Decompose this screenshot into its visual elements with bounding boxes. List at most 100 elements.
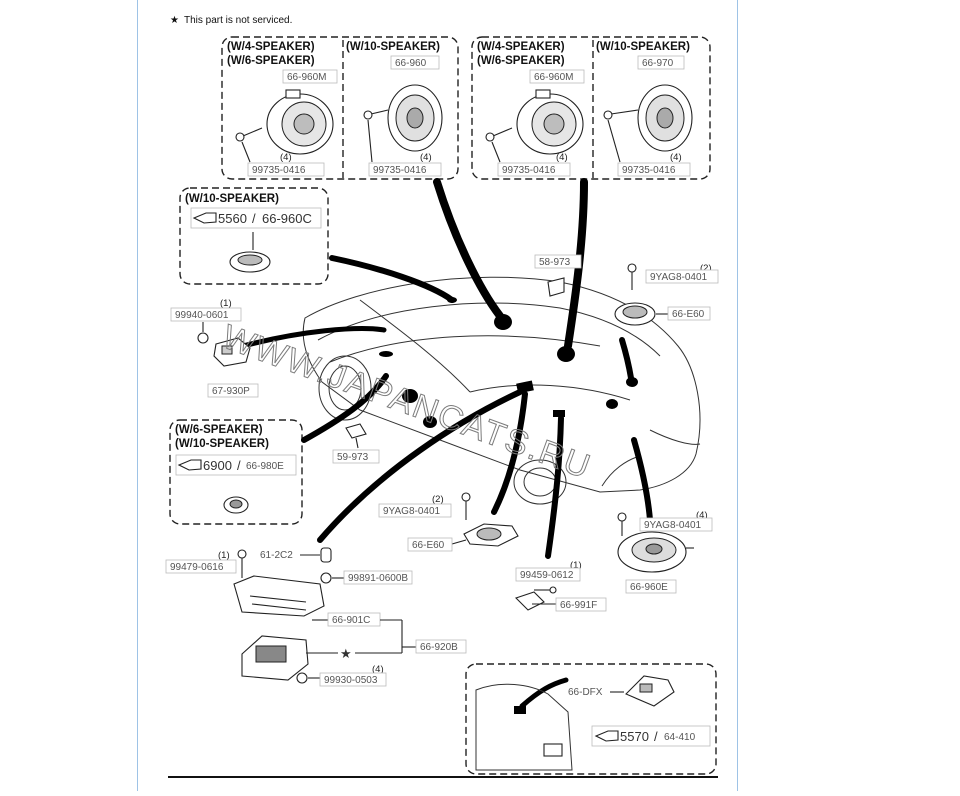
center-w10-label: (W/10-SPEAKER) — [185, 193, 279, 205]
rear-w10-speaker — [637, 84, 693, 152]
part-99459-label: 99459-0612 — [520, 570, 574, 581]
part-9yag-mid-label: 9YAG8-0401 — [383, 506, 441, 517]
rear-screw-1-qty: (4) — [556, 152, 568, 163]
tweeter-box — [169, 419, 303, 525]
part-59-973-label: 59-973 — [337, 452, 369, 463]
car-body — [302, 276, 701, 505]
front-speakers-box — [221, 36, 459, 180]
antenna-ref-number: 5570 — [620, 729, 649, 744]
rear-std-speaker — [516, 89, 584, 155]
antenna-ref-part: 64-410 — [664, 732, 696, 743]
part-9yag-right-label: 9YAG8-0401 — [644, 520, 702, 531]
svg-text:/: / — [252, 211, 256, 226]
part-66-991f — [514, 591, 556, 611]
front-speakers-group: (W/4-SPEAKER) (W/6-SPEAKER) (W/10-SPEAKE… — [221, 36, 459, 180]
part-9yag-top-screw — [627, 263, 637, 290]
callout-leaders — [233, 178, 653, 709]
part-58-973-label: 58-973 — [539, 257, 571, 268]
rear-screw-1-part: 99735-0416 — [502, 165, 556, 176]
front-std-speaker-part: 66-960M — [287, 72, 326, 83]
center-ref-number: 5560 — [218, 211, 247, 226]
front-w10-speaker — [387, 84, 443, 152]
rear-wheel — [513, 459, 567, 505]
part-99940-label: 99940-0601 — [175, 310, 229, 321]
part-9yag-right-qty: (4) — [696, 510, 708, 521]
part-9yag-top-qty: (2) — [700, 263, 712, 274]
part-99891-label: 99891-0600B — [348, 573, 408, 584]
tweeter-ref-number: 6900 — [203, 458, 232, 473]
part-58-973 — [547, 277, 565, 297]
part-9yag-top-label: 9YAG8-0401 — [650, 272, 708, 283]
front-screw-1-part: 99735-0416 — [252, 165, 306, 176]
rear-speakers-group: (W/4-SPEAKER) (W/6-SPEAKER) (W/10-SPEAKE… — [471, 36, 711, 180]
rear-screw-2 — [603, 109, 639, 120]
rear-screw-2-qty: (4) — [670, 152, 682, 163]
center-speaker — [229, 251, 271, 273]
svg-text:/: / — [237, 458, 241, 473]
rear-screw-1 — [485, 127, 513, 142]
tweeter-group: (W/6-SPEAKER) (W/10-SPEAKER) 6900 / 66-9… — [169, 419, 303, 525]
antenna-car-detail — [475, 683, 573, 771]
rear-screw-2-part: 99735-0416 — [622, 165, 676, 176]
reference-arrow-icon — [177, 459, 202, 471]
amplifier-bracket — [233, 575, 325, 617]
part-99940-qty: (1) — [220, 298, 232, 309]
part-99930-qty: (4) — [372, 664, 384, 675]
center-speaker-group: (W/10-SPEAKER) 5560 / 66-960C — [179, 187, 329, 285]
rear-speaker-location — [557, 346, 575, 362]
part-99479-screw — [237, 549, 247, 578]
part-66-960e — [617, 531, 694, 573]
antenna-group: 66-DFX 5570 / 64-410 — [465, 663, 717, 775]
part-99479-label: 99479-0616 — [170, 562, 224, 573]
part-9yag-mid-qty: (2) — [432, 494, 444, 505]
front-w4-label: (W/4-SPEAKER) — [227, 41, 315, 53]
tweeter — [223, 496, 249, 514]
center-ref-part: 66-960C — [262, 211, 312, 226]
front-w10-label: (W/10-SPEAKER) — [346, 41, 440, 53]
rear-w6-label: (W/6-SPEAKER) — [477, 55, 565, 67]
rear-std-speaker-part: 66-960M — [534, 72, 573, 83]
part-67-930p — [213, 337, 251, 367]
tweeter-ref-part: 66-980E — [246, 461, 284, 472]
part-99940-nut — [197, 332, 209, 344]
reference-arrow-icon — [192, 212, 217, 224]
part-66-e60-top-label: 66-E60 — [672, 309, 705, 320]
part-61-2c2 — [320, 547, 332, 563]
not-serviced-star: ★ — [170, 15, 179, 26]
amplifier-unit — [241, 635, 309, 681]
antenna-box — [465, 663, 717, 775]
rear-speakers-box — [471, 36, 711, 180]
page-margin-left — [137, 0, 138, 791]
front-screw-1 — [235, 127, 263, 142]
reference-arrow-icon — [594, 730, 619, 742]
center-speaker-box — [179, 187, 329, 285]
part-9yag-right-screw — [617, 512, 627, 536]
svg-text:/: / — [654, 729, 658, 744]
part-99459-qty: (1) — [570, 560, 582, 571]
part-66-960e-label: 66-960E — [630, 582, 668, 593]
part-67-930p-label: 67-930P — [212, 386, 250, 397]
part-99891-nut — [320, 572, 332, 584]
part-66-e60-mid — [463, 523, 519, 547]
part-66-e60-mid-label: 66-E60 — [412, 540, 445, 551]
front-screw-2-part: 99735-0416 — [373, 165, 427, 176]
antenna-part-label: 66-DFX — [568, 687, 603, 698]
front-screw-1-qty: (4) — [280, 152, 292, 163]
front-wheel — [318, 355, 372, 421]
part-99479-qty: (1) — [218, 550, 230, 561]
rear-w10-label: (W/10-SPEAKER) — [596, 41, 690, 53]
part-66-920b-label: 66-920B — [420, 642, 458, 653]
part-99459-screw — [534, 586, 557, 594]
part-59-973 — [345, 423, 367, 439]
front-std-speaker — [266, 89, 334, 155]
tweeter-w6-label: (W/6-SPEAKER) — [175, 424, 263, 436]
part-66-991f-label: 66-991F — [560, 600, 597, 611]
part-66-e60-top — [614, 302, 656, 326]
rear-w10-speaker-part: 66-970 — [642, 58, 674, 69]
page-margin-right — [737, 0, 738, 791]
part-99930-nut — [296, 672, 308, 684]
shark-fin-antenna — [625, 675, 675, 707]
part-66-901c-label: 66-901C — [332, 615, 370, 626]
tweeter-w10-label: (W/10-SPEAKER) — [175, 438, 269, 450]
